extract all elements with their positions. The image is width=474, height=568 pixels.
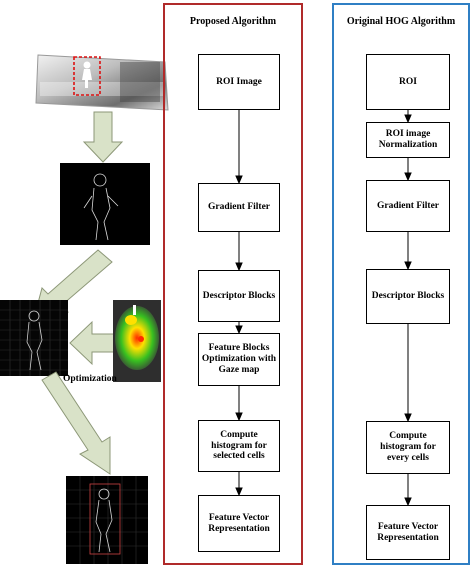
- big-arrow-diagonal-2: [41, 371, 111, 475]
- original-title: Original HOG Algorithm: [346, 16, 456, 27]
- gradient-image: [60, 163, 150, 245]
- original-flow-arrows: [404, 110, 412, 507]
- proposed-title: Proposed Algorithm: [189, 16, 277, 27]
- proposed-step-descriptor-blocks: Descriptor Blocks: [198, 270, 280, 322]
- roi-marker: [73, 56, 101, 96]
- optimization-label: Optimization: [63, 374, 117, 384]
- original-step-compute-histogram: Compute histogram for every cells: [366, 421, 450, 474]
- original-step-gradient-filter: Gradient Filter: [366, 180, 450, 232]
- proposed-step-feature-blocks-optimization: Feature Blocks Optimization with Gaze ma…: [198, 333, 280, 386]
- original-step-feature-vector: Feature Vector Representation: [366, 505, 450, 560]
- proposed-flow-arrows: [235, 110, 243, 497]
- scene-thumbnail: [35, 54, 169, 111]
- proposed-step-roi-image: ROI Image: [198, 54, 280, 110]
- proposed-panel-frame: [163, 3, 303, 565]
- proposed-step-gradient-filter: Gradient Filter: [198, 183, 280, 232]
- proposed-step-compute-histogram: Compute histogram for selected cells: [198, 420, 280, 472]
- original-step-roi-normalization: ROI image Normalization: [366, 122, 450, 158]
- original-step-descriptor-blocks: Descriptor Blocks: [366, 269, 450, 324]
- original-step-roi: ROI: [366, 54, 450, 110]
- proposed-step-feature-vector: Feature Vector Representation: [198, 495, 280, 552]
- gaze-heatmap: [113, 300, 161, 382]
- selected-blocks-image: [66, 476, 148, 564]
- big-arrow-down: [82, 111, 124, 163]
- original-panel-frame: [332, 3, 470, 565]
- big-arrow-left: [69, 320, 116, 366]
- grid-image: [0, 300, 68, 376]
